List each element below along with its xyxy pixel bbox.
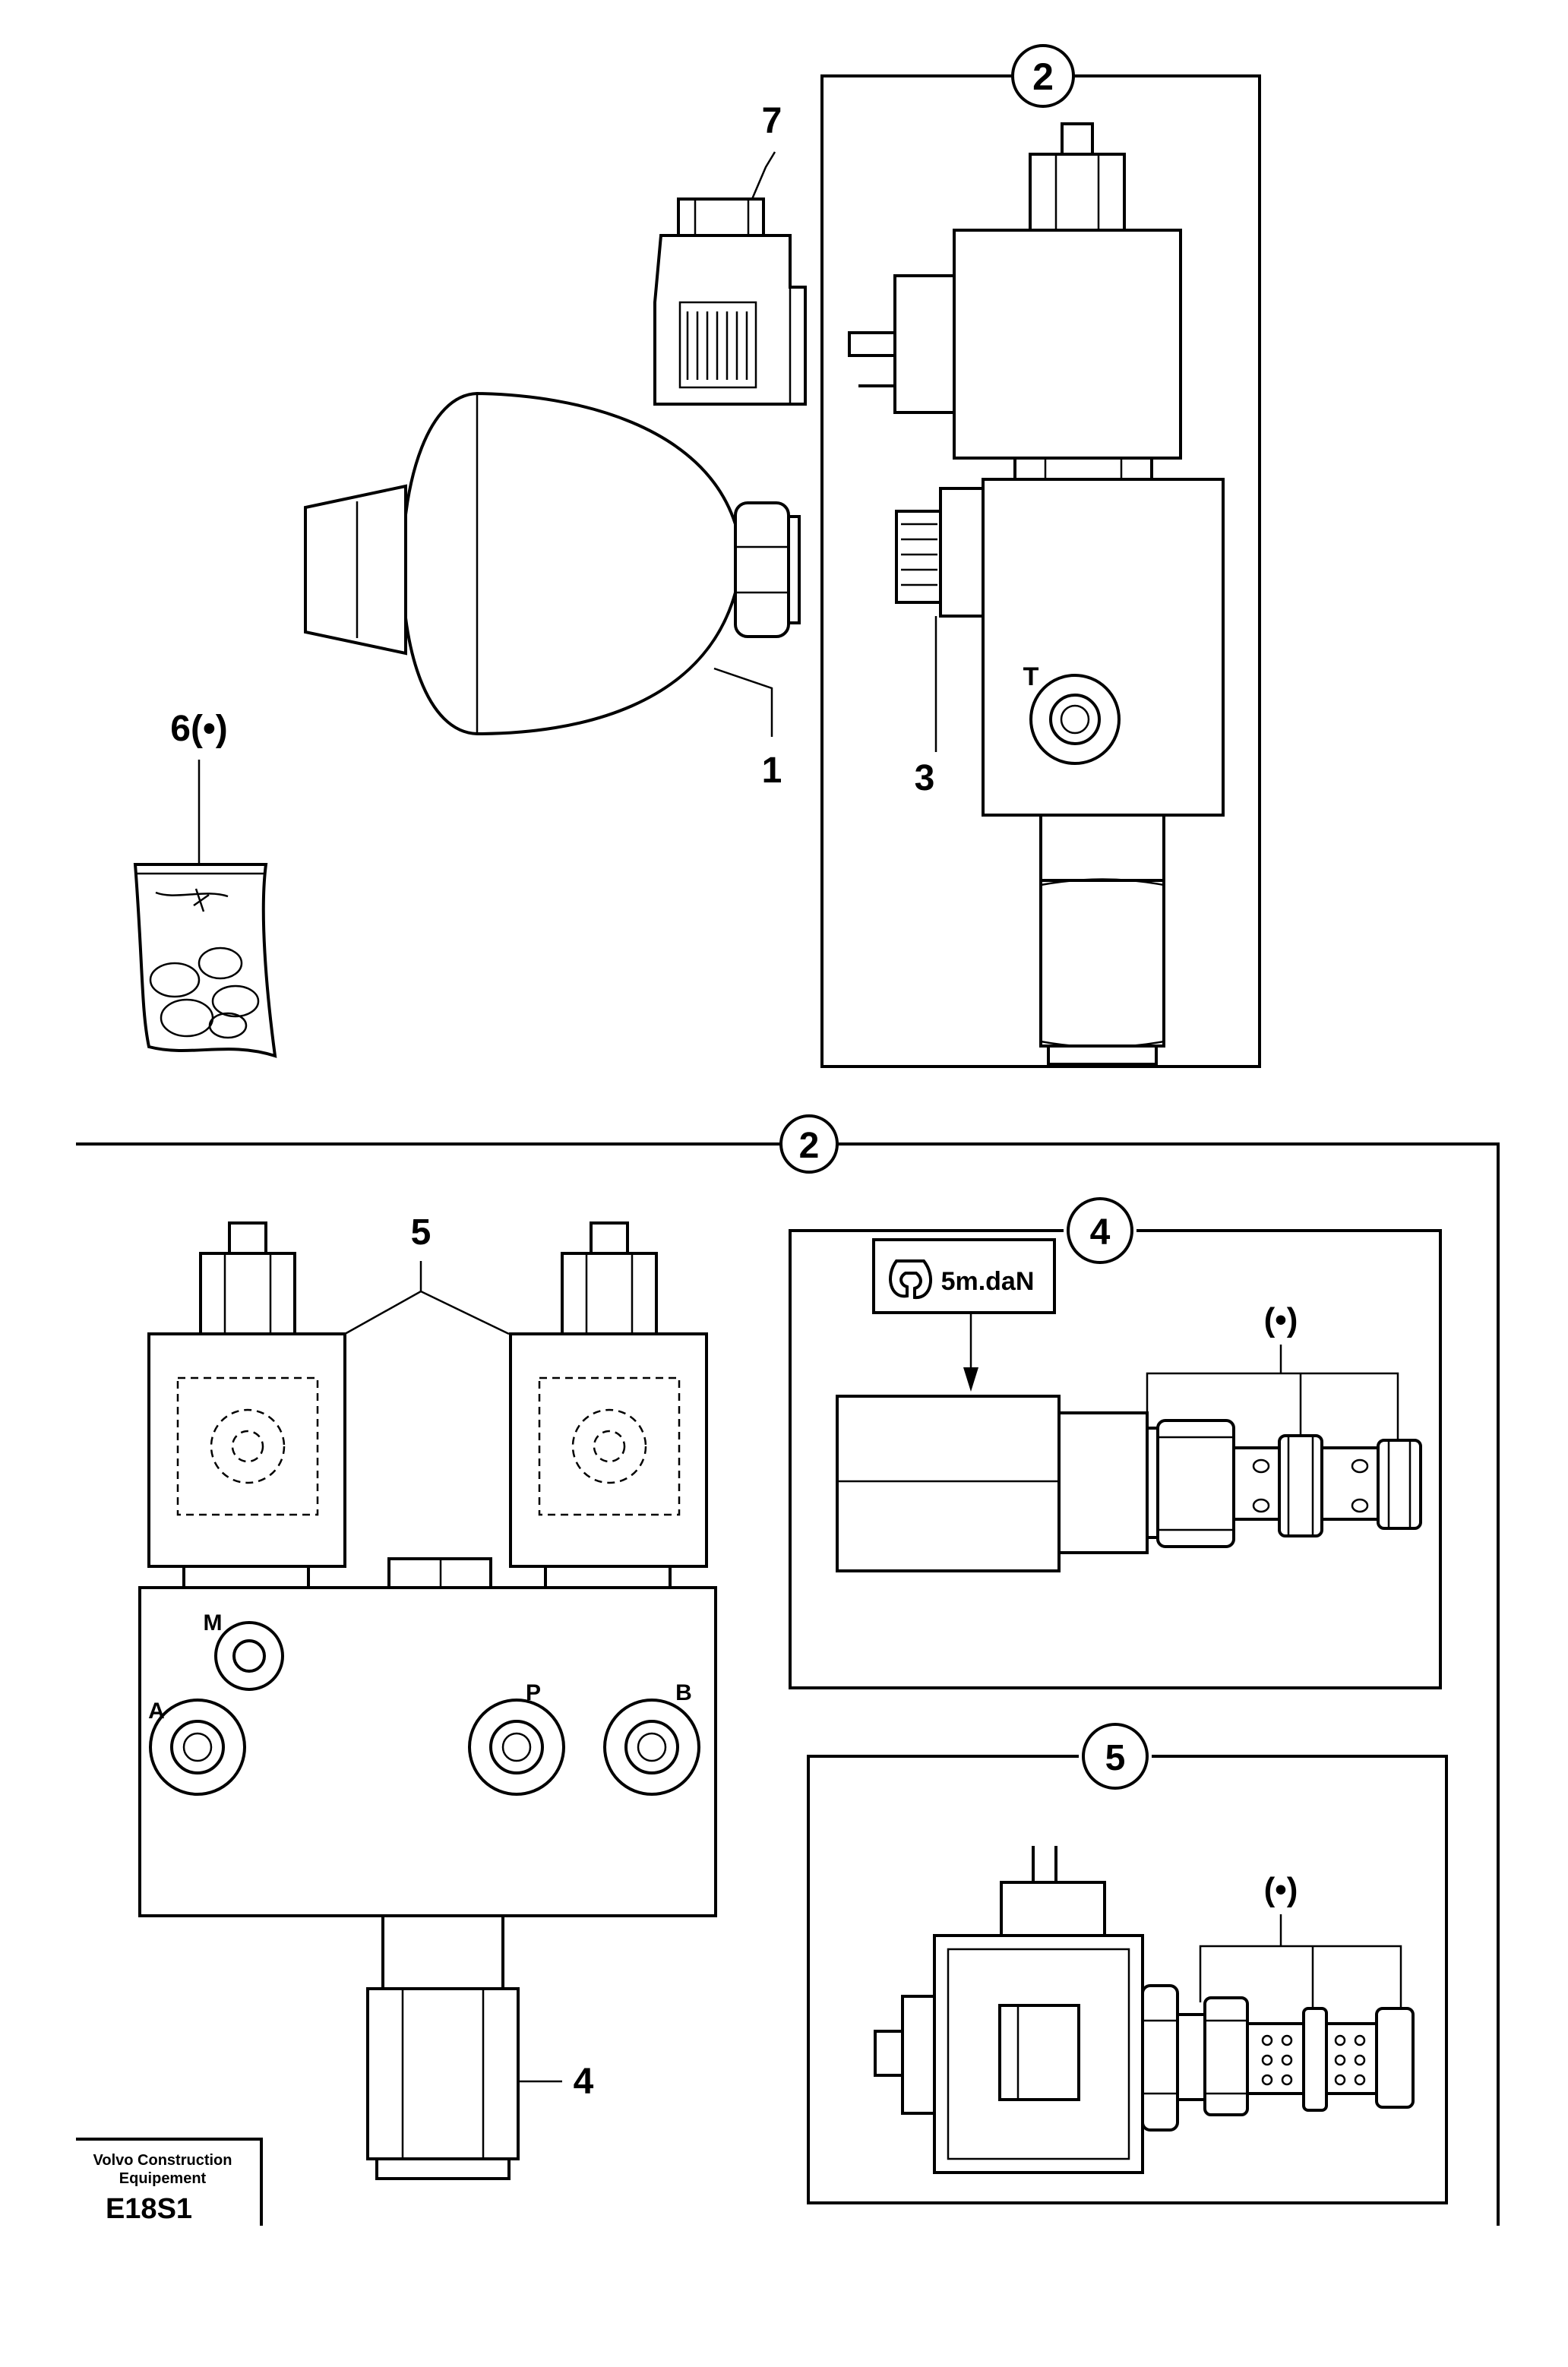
cartridge-valve-4 (836, 1395, 1422, 1572)
drawing-code: E18S1 (106, 2193, 192, 2225)
callout-top-2: 2 (1011, 44, 1075, 108)
port-m-label: M (204, 1610, 223, 1635)
port-t-label: T (1023, 662, 1039, 691)
title-block: Volvo Construction Equipement E18S1 (76, 2138, 263, 2226)
callout-top-2-label: 2 (1032, 55, 1054, 98)
callout-bottom-2: 2 (779, 1114, 839, 1174)
seal-kit-bag (133, 863, 277, 1058)
callout-5: 5 (1082, 1723, 1149, 1790)
torque-spec-box: 5m.daN (872, 1238, 1056, 1314)
callout-5-label: 5 (1105, 1738, 1126, 1778)
label-4: 4 (574, 2062, 594, 2102)
callout-bottom-2-label: 2 (799, 1126, 820, 1166)
label-6: 6(•) (170, 709, 227, 749)
wrench-icon (889, 1259, 932, 1300)
torque-value: 5m.daN (941, 1267, 1035, 1296)
port-a-label: A (148, 1699, 165, 1724)
valve-block-frame (76, 1142, 1500, 2226)
label-seal-4: (•) (1264, 1301, 1298, 1338)
company-line2: Equipement (119, 2170, 207, 2187)
label-3: 3 (915, 758, 935, 798)
callout-4-label: 4 (1090, 1212, 1111, 1253)
solenoid-valve: T (848, 122, 1225, 1066)
manifold-block: M A P B (138, 1221, 717, 2180)
torque-arrow (963, 1367, 978, 1392)
company-line1: Volvo Construction (93, 2152, 232, 2169)
port-b-label: B (675, 1680, 692, 1705)
callout-4: 4 (1067, 1197, 1133, 1264)
solenoid-cartridge-5 (874, 1846, 1415, 2174)
solenoid-5-frame (807, 1755, 1448, 2204)
accumulator (304, 391, 801, 736)
label-seal-5: (•) (1264, 1871, 1298, 1908)
valve-assembly-frame (820, 74, 1261, 1068)
port-p-label: P (526, 1680, 541, 1705)
label-5: 5 (411, 1212, 432, 1253)
label-7: 7 (762, 101, 782, 141)
plug-connector (653, 198, 807, 406)
cartridge-4-frame (789, 1229, 1442, 1689)
label-1: 1 (762, 751, 782, 791)
